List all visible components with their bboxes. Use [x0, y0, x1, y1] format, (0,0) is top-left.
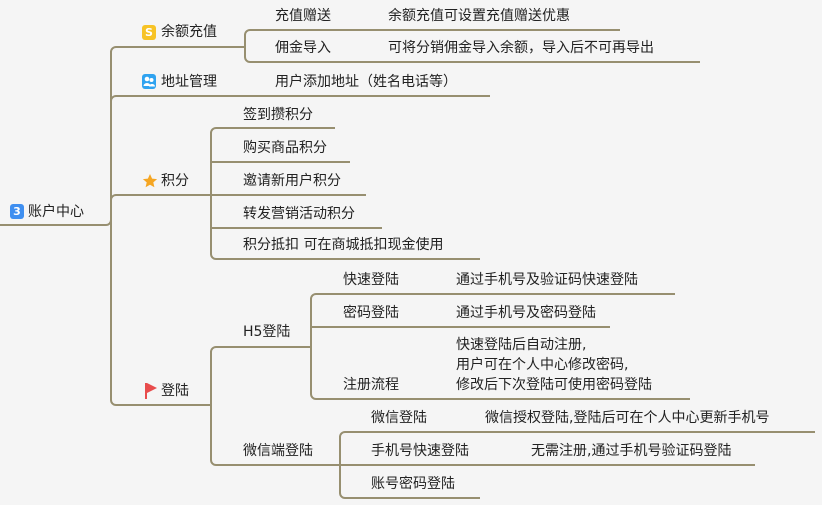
- node-balance[interactable]: S 余额充值: [142, 23, 217, 40]
- node-phone-quick-login[interactable]: 手机号快速登陆: [371, 443, 469, 459]
- desc-recharge-gift: 余额充值可设置充值赠送优惠: [388, 7, 570, 24]
- svg-text:3: 3: [13, 205, 21, 218]
- node-wechat-auth[interactable]: 微信登陆: [371, 410, 427, 426]
- node-points[interactable]: 积分: [142, 173, 189, 189]
- desc-address: 用户添加地址（姓名电话等）: [275, 73, 457, 90]
- node-commission-import[interactable]: 佣金导入: [275, 40, 331, 56]
- svg-text:余额充值: 余额充值: [161, 23, 217, 40]
- dollar-icon: [142, 25, 156, 40]
- root-label: 账户中心: [28, 203, 84, 220]
- node-address[interactable]: 地址管理: [142, 74, 217, 90]
- svg-text:S: S: [145, 26, 153, 39]
- node-login[interactable]: 登陆: [145, 383, 189, 399]
- root-node[interactable]: 3 账户中心: [10, 203, 84, 220]
- node-points-deduct[interactable]: 积分抵扣 可在商城抵扣现金使用: [243, 236, 443, 253]
- node-password-login[interactable]: 密码登陆: [343, 304, 399, 321]
- desc-phone-quick-login: 无需注册,通过手机号验证码登陆: [531, 443, 731, 459]
- node-recharge-gift[interactable]: 充值赠送: [275, 8, 331, 24]
- desc-register-line: 修改后下次登陆可使用密码登陆: [456, 376, 652, 393]
- svg-text:积分: 积分: [161, 173, 189, 189]
- number-badge-icon: [10, 204, 24, 219]
- node-wechat-login[interactable]: 微信端登陆: [243, 443, 313, 459]
- node-quick-login[interactable]: 快速登陆: [343, 272, 399, 288]
- svg-text:登陆: 登陆: [161, 383, 189, 399]
- node-points-purchase[interactable]: 购买商品积分: [243, 140, 327, 156]
- svg-text:地址管理: 地址管理: [161, 74, 217, 90]
- node-account-password-login[interactable]: 账号密码登陆: [371, 475, 455, 492]
- desc-quick-login: 通过手机号及验证码快速登陆: [456, 272, 638, 288]
- flag-icon: [145, 383, 157, 399]
- desc-commission-import: 可将分销佣金导入余额，导入后不可再导出: [388, 39, 654, 56]
- node-h5-login[interactable]: H5登陆: [243, 324, 290, 340]
- connectors: [0, 29, 815, 499]
- node-points-invite[interactable]: 邀请新用户积分: [243, 172, 341, 189]
- desc-password-login: 通过手机号及密码登陆: [456, 304, 596, 321]
- node-points-share[interactable]: 转发营销活动积分: [243, 206, 355, 222]
- desc-wechat-auth: 微信授权登陆,登陆后可在个人中心更新手机号: [485, 410, 769, 426]
- star-icon: [142, 174, 158, 188]
- node-register-flow[interactable]: 注册流程: [343, 377, 399, 393]
- desc-register-line: 用户可在个人中心修改密码,: [456, 356, 628, 373]
- contacts-icon: [142, 74, 156, 89]
- desc-register-line: 快速登陆后自动注册,: [456, 337, 586, 353]
- node-points-checkin[interactable]: 签到攒积分: [243, 106, 313, 123]
